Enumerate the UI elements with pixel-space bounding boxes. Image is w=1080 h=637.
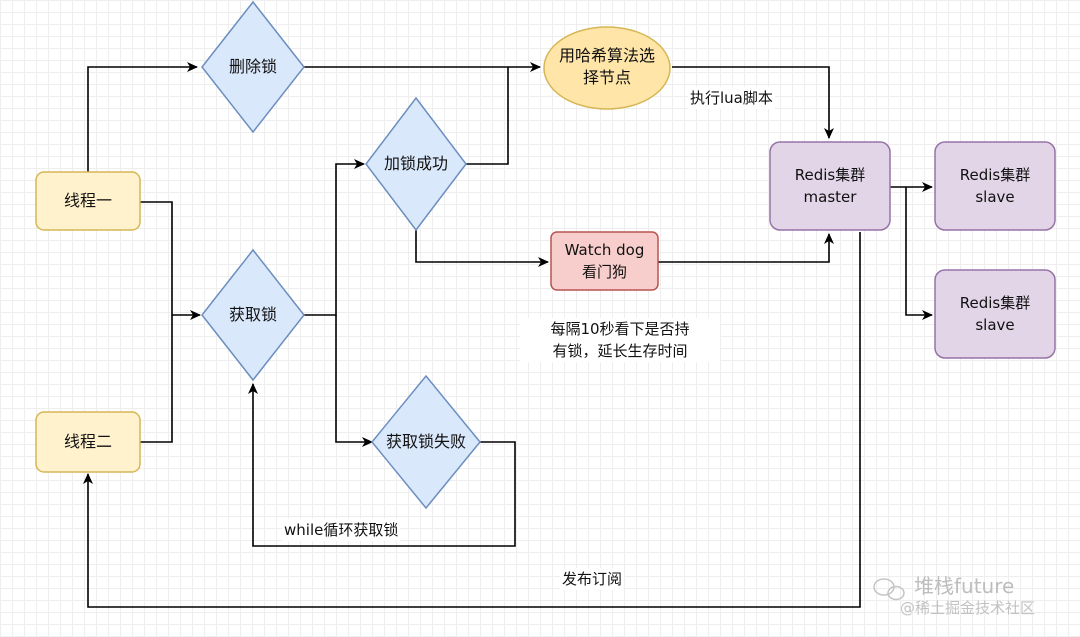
watchdog-line2: 看门狗 xyxy=(581,263,627,281)
acquire-lock-node xyxy=(201,248,305,382)
redis-master-line1: Redis集群 xyxy=(794,166,866,184)
hash-select-line1: 用哈希算法选 xyxy=(558,46,655,65)
redis-slave2-node xyxy=(934,269,1056,359)
edge-acquire-to-fail xyxy=(335,315,373,447)
edge-master-to-slave2 xyxy=(905,187,933,320)
pubsub-label: 发布订阅 xyxy=(560,568,625,590)
redis-slave1-label: Redis集群 slave xyxy=(935,164,1055,208)
watermark-subtitle: @稀土掘金技术社区 xyxy=(900,599,1036,617)
thread2-node xyxy=(35,411,141,473)
thread2-label: 线程二 xyxy=(63,432,112,451)
watchdog-note-line1: 每隔10秒看下是否持 xyxy=(550,320,690,338)
edge-fail-loop-to-acquire xyxy=(248,383,516,547)
redis-slave2-label: Redis集群 slave xyxy=(935,292,1055,336)
redis-master-line2: master xyxy=(803,188,857,206)
watchdog-label: Watch dog 看门狗 xyxy=(551,239,658,283)
acquire-lock-label: 获取锁 xyxy=(228,305,277,324)
lock-fail-label: 获取锁失败 xyxy=(385,432,466,451)
thread1-node xyxy=(35,171,141,231)
edge-thread2-to-acquire xyxy=(140,315,173,443)
watchdog-note-line2: 有锁，延长生存时间 xyxy=(552,342,688,360)
hash-select-label: 用哈希算法选 择节点 xyxy=(548,45,666,89)
edge-thread1-to-acquire xyxy=(140,201,201,320)
redis-slave1-node xyxy=(934,141,1056,231)
redis-slave2-line2: slave xyxy=(975,316,1015,334)
lock-success-label: 加锁成功 xyxy=(383,154,448,173)
while-loop-label: while循环获取锁 xyxy=(282,519,401,541)
edge-thread1-to-delete xyxy=(87,62,198,172)
edge-hash-to-master xyxy=(672,66,834,139)
redis-slave1-line1: Redis集群 xyxy=(959,166,1031,184)
watchdog-node xyxy=(550,231,659,291)
redis-slave1-line2: slave xyxy=(975,188,1015,206)
lock-success-node xyxy=(365,96,467,232)
redis-master-label: Redis集群 master xyxy=(770,164,890,208)
watchdog-note-label: 每隔10秒看下是否持 有锁，延长生存时间 xyxy=(520,318,720,362)
edge-success-to-watchdog xyxy=(415,230,549,267)
redis-master-node xyxy=(769,141,891,231)
thread1-label: 线程一 xyxy=(63,191,112,210)
watchdog-line1: Watch dog xyxy=(564,241,645,259)
hash-select-node xyxy=(543,26,671,110)
lock-fail-node xyxy=(371,374,481,510)
edge-success-to-hash xyxy=(462,67,509,165)
edge-pubsub-to-thread2 xyxy=(83,232,861,608)
exec-lua-label: 执行lua脚本 xyxy=(688,87,775,109)
watermark-title: 堆栈future xyxy=(914,574,1015,598)
delete-lock-label: 删除锁 xyxy=(228,57,277,76)
edge-watchdog-to-master xyxy=(658,233,834,263)
edge-acquire-to-success xyxy=(304,159,365,316)
delete-lock-node xyxy=(201,0,305,134)
hash-select-line2: 择节点 xyxy=(582,68,631,87)
redis-slave2-line1: Redis集群 xyxy=(959,294,1031,312)
wechat-logo-icon xyxy=(873,578,905,601)
